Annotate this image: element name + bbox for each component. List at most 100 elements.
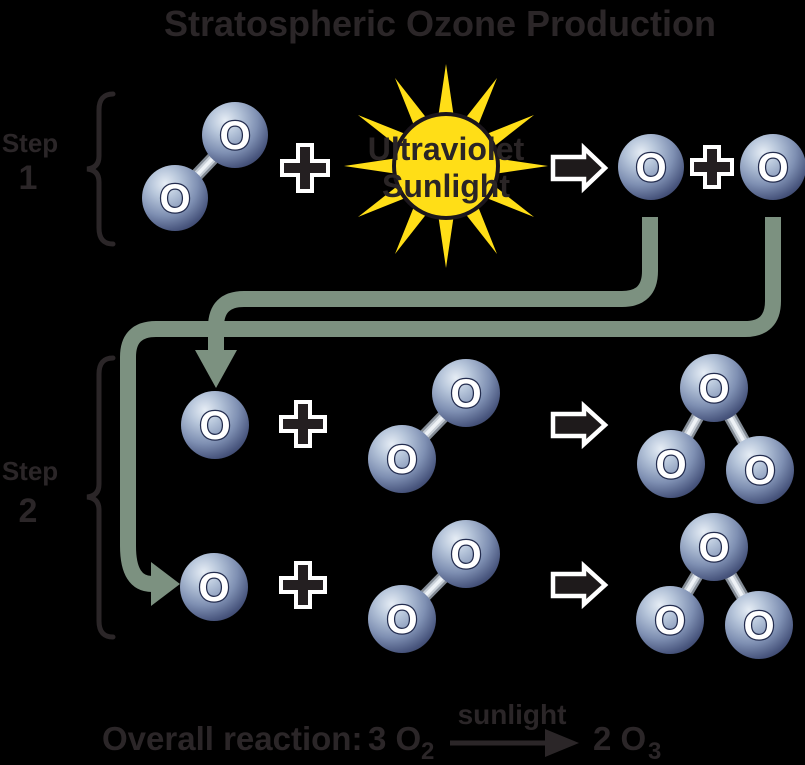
sunlight-label: sunlight [458, 699, 567, 730]
step2-number: 2 [19, 492, 38, 530]
oxygen-label: O [450, 372, 481, 416]
sun-ray [484, 184, 534, 217]
sun-text-line1: Ultraviolet [368, 131, 525, 167]
step2-row1: O O O [181, 354, 794, 504]
oxygen-sphere [726, 436, 794, 504]
plus-sign [279, 400, 327, 448]
sun-ray [484, 115, 534, 148]
oxygen-atom: O [636, 586, 704, 654]
sun-ray [464, 204, 497, 254]
product-formula: 2 O [593, 720, 646, 757]
page-title: Stratospheric Ozone Production [164, 3, 716, 44]
reaction-arrow [550, 560, 609, 610]
overall-arrow-head [545, 729, 579, 757]
oxygen-atom: O [725, 591, 793, 659]
sun-ray [395, 78, 428, 128]
oxygen-label: O [450, 533, 481, 577]
reaction-arrow [550, 142, 609, 194]
oxygen-label: O [635, 146, 666, 190]
oxygen-atom: O [432, 359, 500, 427]
step2-brace [86, 355, 116, 640]
plus-sign [280, 143, 330, 193]
oxygen-sphere [636, 586, 704, 654]
oxygen-sphere [142, 165, 208, 231]
oxygen-atom: O [432, 520, 500, 588]
flow-arrow-right-head [151, 562, 180, 606]
sun-ray [464, 78, 497, 128]
sun-ray [395, 204, 428, 254]
oxygen-sphere [637, 430, 705, 498]
oxygen-atom: O [680, 513, 748, 581]
plus-sign [279, 561, 327, 609]
oxygen-label: O [219, 114, 250, 158]
oxygen-label: O [698, 526, 729, 570]
plus-sign [690, 145, 734, 189]
step2-row2: O O O [180, 513, 793, 659]
oxygen-atom: O [181, 391, 249, 459]
oxygen-atom: O [142, 165, 208, 231]
product-subscript: 3 [648, 738, 661, 765]
oxygen-atom: O [740, 134, 805, 200]
oxygen-sphere [680, 513, 748, 581]
o3-molecule: O O O [637, 354, 794, 504]
oxygen-sphere [202, 102, 268, 168]
oxygen-sphere [181, 391, 249, 459]
step2-label-group: Step 2 [2, 355, 116, 640]
oxygen-label: O [744, 449, 775, 493]
sun-ray [358, 115, 408, 148]
step1-label: Step [2, 128, 58, 158]
oxygen-atom: O [680, 354, 748, 422]
sun-ray [438, 214, 454, 268]
oxygen-label: O [386, 438, 417, 482]
step2-label: Step [2, 456, 58, 486]
oxygen-sphere [740, 134, 805, 200]
oxygen-sphere [725, 591, 793, 659]
sun-text-line2: Sunlight [382, 168, 510, 204]
step1-brace [86, 91, 116, 247]
sun-ray [344, 158, 398, 174]
oxygen-label: O [198, 566, 229, 610]
sun-disc [392, 112, 500, 220]
oxygen-label: O [655, 443, 686, 487]
flow-arrow-right-path [120, 217, 781, 592]
flow-arrow-left-path [208, 217, 658, 352]
oxygen-label: O [743, 604, 774, 648]
overall-reaction-label: Overall reaction: [102, 720, 362, 757]
oxygen-sphere [618, 134, 684, 200]
sun-ray [358, 184, 408, 217]
step1-o2-molecule: O O [142, 102, 268, 231]
oxygen-sphere [680, 354, 748, 422]
oxygen-atom: O [368, 425, 436, 493]
o3-molecule: O O O [636, 513, 793, 659]
o2-molecule: O O [368, 520, 500, 653]
step1-number: 1 [19, 159, 38, 197]
oxygen-atom: O [180, 553, 248, 621]
oxygen-atom: O [637, 430, 705, 498]
oxygen-sphere [368, 425, 436, 493]
reactant-formula: 3 O [368, 720, 421, 757]
reaction-arrow [550, 400, 609, 450]
oxygen-label: O [757, 146, 788, 190]
oxygen-sphere [432, 520, 500, 588]
sun-ray [494, 158, 548, 174]
oxygen-sphere [368, 585, 436, 653]
sun-ray [438, 64, 454, 118]
flow-arrow-left-head [195, 350, 237, 388]
oxygen-sphere [432, 359, 500, 427]
sun: Ultraviolet Sunlight [344, 64, 548, 268]
reactant-subscript: 2 [421, 738, 434, 765]
oxygen-label: O [654, 599, 685, 643]
flow-arrows [120, 217, 781, 606]
oxygen-atom: O [618, 134, 684, 200]
oxygen-label: O [159, 177, 190, 221]
oxygen-label: O [386, 598, 417, 642]
o2-molecule: O O [368, 359, 500, 493]
oxygen-atom: O [368, 585, 436, 653]
overall-reaction: Overall reaction: 3 O 2 sunlight 2 O 3 [102, 699, 661, 765]
oxygen-atom: O [726, 436, 794, 504]
oxygen-label: O [698, 367, 729, 411]
oxygen-atom: O [202, 102, 268, 168]
oxygen-label: O [199, 404, 230, 448]
